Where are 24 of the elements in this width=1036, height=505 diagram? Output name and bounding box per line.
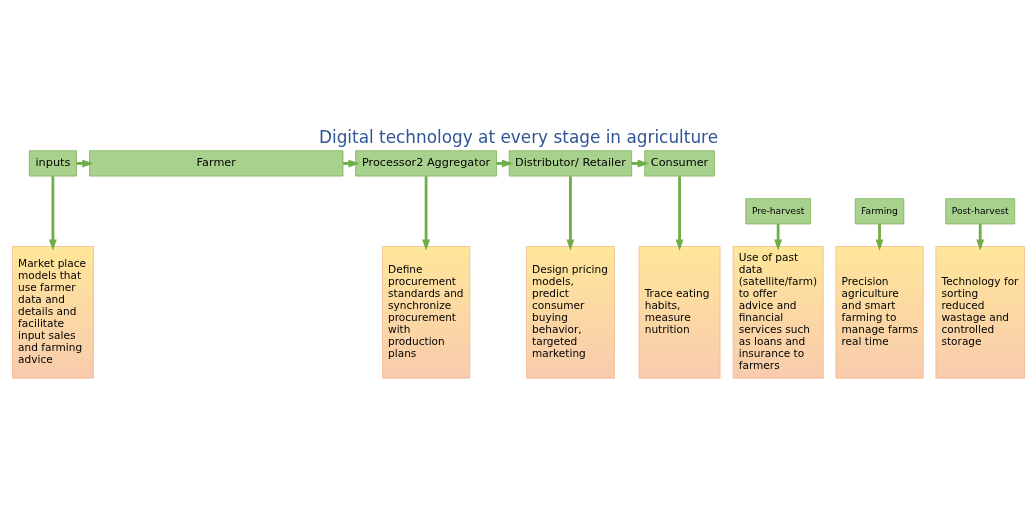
node-box: Farmer	[88, 150, 343, 177]
arrow	[565, 176, 574, 251]
node-box: Farming	[854, 198, 904, 225]
node-box: Distributor/ Retailer	[508, 150, 632, 177]
node-box: inputs	[28, 150, 77, 177]
arrow	[675, 176, 684, 251]
arrow	[48, 176, 57, 251]
node-box: Use of past data (satellite/farm) to offer advice and financial services such as loans and insurance to farmers	[732, 246, 824, 379]
node-box: Pre-harvest	[744, 198, 811, 225]
arrow	[421, 176, 430, 251]
arrow	[975, 224, 984, 251]
arrow	[631, 159, 649, 168]
arrow	[773, 224, 782, 251]
node-box: Design pricing models, predict consumer buying behavior, targeted marketing	[525, 246, 615, 379]
node-box: Technology for sorting reduced wastage and controlled storage	[935, 246, 1025, 379]
node-box: Processor2 Aggregator	[354, 150, 497, 177]
node-box: Trace eating habits, measure nutrition	[638, 246, 720, 379]
arrow	[875, 224, 883, 251]
node-box: Market place models that use farmer data and details and facilitate input sales and farming advice	[11, 246, 94, 379]
node-box: Define procurement standards and synchronize procurement with production plans	[381, 246, 470, 379]
node-box: Post-harvest	[944, 198, 1015, 225]
diagram-title: Digital technology at every stage in agriculture	[318, 127, 718, 148]
node-box: Consumer	[643, 150, 715, 177]
node-box: Precision agriculture and smart farming to manage farms real time	[835, 246, 924, 379]
